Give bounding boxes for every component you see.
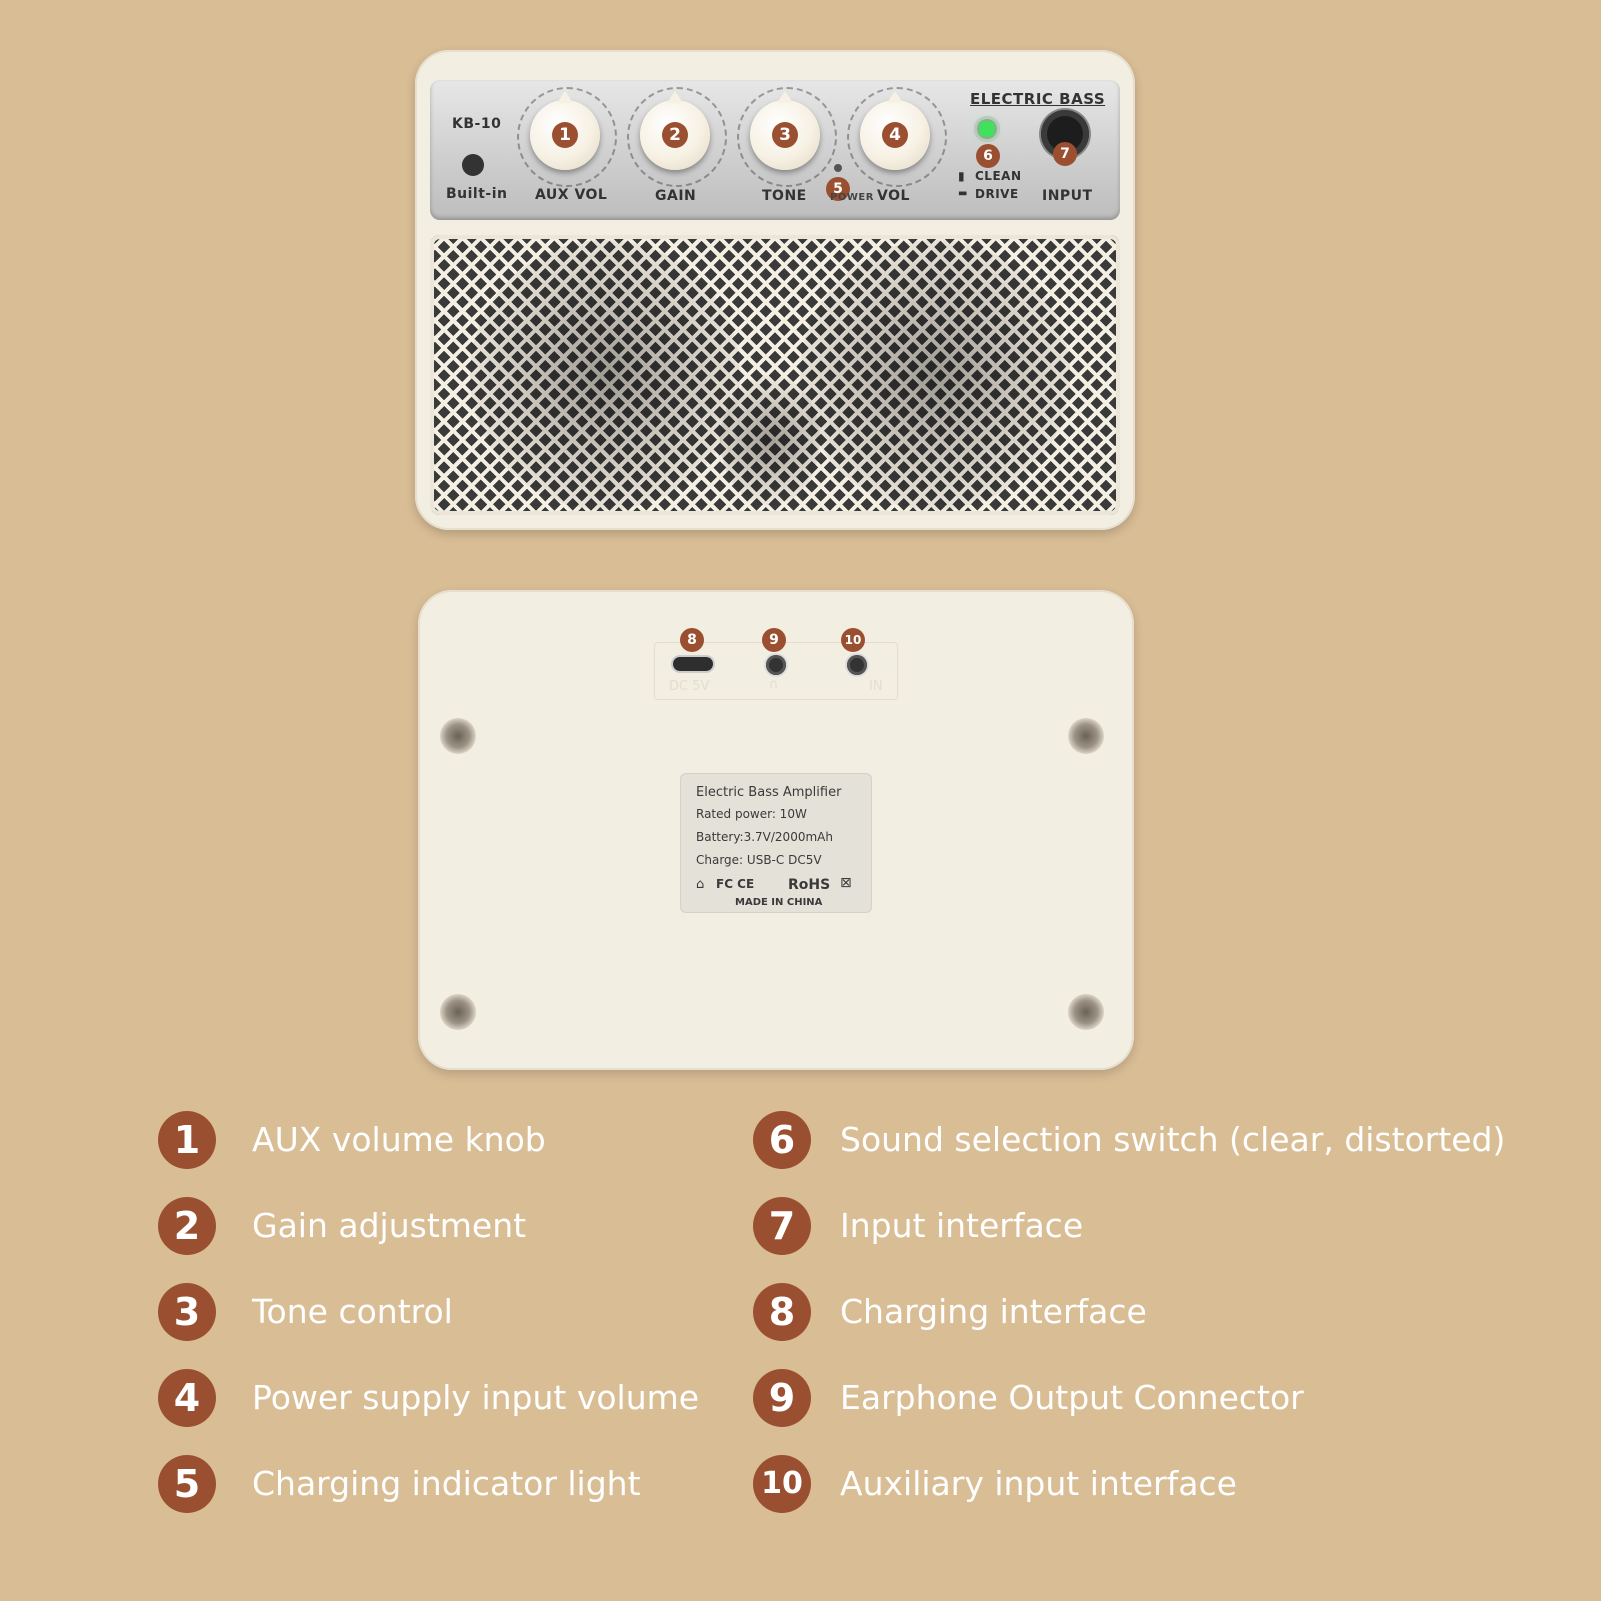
headphone-jack[interactable] [766, 655, 786, 675]
rohs-mark: RoHS [788, 877, 831, 893]
aux-vol-knob[interactable] [530, 91, 600, 170]
knob-scale [737, 87, 837, 187]
drive-icon: ▬ [958, 188, 968, 199]
aux-vol-label: AUX VOL [535, 187, 608, 203]
aux-in-label: IN [869, 679, 883, 694]
callout-badge: 7 [1053, 142, 1077, 166]
usb-c-port[interactable] [673, 657, 713, 671]
origin-text: MADE IN CHINA [735, 897, 823, 908]
bluetooth-icon [462, 154, 484, 176]
legend-text: Power supply input volume [252, 1378, 700, 1417]
legend-text: Gain adjustment [252, 1206, 527, 1245]
legend-text: AUX volume knob [252, 1120, 546, 1159]
sticker-power: Rated power: 10W [696, 807, 807, 821]
legend-number-badge: 10 [753, 1455, 811, 1513]
legend-number-badge: 7 [753, 1197, 811, 1255]
model-label: KB-10 [452, 116, 502, 132]
brand-text: ELECTRIC BASS [970, 90, 1106, 108]
amp-back-view: DC 5V ∩ IN 8 9 10 Electric Bass Amplifie… [418, 590, 1134, 1070]
callout-badge: 4 [882, 122, 908, 148]
legend-number-badge: 2 [158, 1197, 216, 1255]
legend-number-badge: 9 [753, 1369, 811, 1427]
headphone-icon: ∩ [769, 677, 779, 692]
feature-legend: 1 AUX volume knob 2 Gain adjustment 3 To… [158, 1111, 1505, 1531]
legend-text: Auxiliary input interface [840, 1464, 1237, 1503]
legend-text: Charging interface [840, 1292, 1147, 1331]
certification-marks: FC CE [716, 877, 755, 891]
callout-badge: 10 [841, 628, 865, 652]
input-label: INPUT [1042, 188, 1093, 204]
callout-badge: 9 [762, 628, 786, 652]
legend-number-badge: 5 [158, 1455, 216, 1513]
amp-front-view: KB-10 Built-in 1 AUX VOL 2 GAIN 3 TONE 4… [415, 50, 1135, 530]
legend-text: Charging indicator light [252, 1464, 641, 1503]
legend-number-badge: 1 [158, 1111, 216, 1169]
screw-hole [1068, 718, 1104, 754]
bluetooth-label: Built-in [446, 186, 508, 202]
knob-scale [517, 87, 617, 187]
led-indicator [980, 122, 994, 136]
tone-label: TONE [762, 188, 807, 204]
gain-label: GAIN [655, 188, 697, 204]
screw-hole [440, 718, 476, 754]
callout-badge: 1 [552, 122, 578, 148]
left-speaker [470, 240, 740, 510]
screw-hole [440, 994, 476, 1030]
home-icon: ⌂ [696, 877, 705, 892]
callout-badge: 2 [662, 122, 688, 148]
legend-number-badge: 8 [753, 1283, 811, 1341]
power-led [834, 164, 842, 172]
aux-in-jack[interactable] [847, 655, 867, 675]
spec-label: Electric Bass Amplifier Rated power: 10W… [680, 773, 872, 913]
right-speaker [800, 240, 1070, 510]
power-label: POWER [830, 192, 874, 203]
legend-text: Input interface [840, 1206, 1084, 1245]
clean-label: CLEAN [975, 169, 1022, 183]
weee-icon: ⊠ [840, 875, 852, 891]
knob-scale [627, 87, 727, 187]
speaker-grille [430, 235, 1120, 515]
legend-text: Tone control [252, 1292, 453, 1331]
legend-text: Earphone Output Connector [840, 1378, 1304, 1417]
drive-label: DRIVE [975, 187, 1019, 201]
control-panel: KB-10 Built-in 1 AUX VOL 2 GAIN 3 TONE 4… [430, 80, 1120, 220]
legend-number-badge: 3 [158, 1283, 216, 1341]
knob-scale [847, 87, 947, 187]
legend-text: Sound selection switch (clear, distorted… [840, 1120, 1506, 1159]
sticker-charge: Charge: USB-C DC5V [696, 853, 822, 867]
callout-badge: 3 [772, 122, 798, 148]
screw-hole [1068, 994, 1104, 1030]
sticker-battery: Battery:3.7V/2000mAh [696, 830, 833, 844]
callout-badge: 5 [826, 177, 850, 201]
vol-label: VOL [877, 188, 910, 204]
bass-port [720, 375, 820, 505]
callout-badge: 6 [976, 144, 1000, 168]
legend-number-badge: 6 [753, 1111, 811, 1169]
sticker-title: Electric Bass Amplifier [696, 785, 842, 800]
legend-number-badge: 4 [158, 1369, 216, 1427]
clean-icon: ▮ [958, 169, 966, 183]
callout-badge: 8 [680, 628, 704, 652]
dc-label: DC 5V [669, 679, 710, 694]
